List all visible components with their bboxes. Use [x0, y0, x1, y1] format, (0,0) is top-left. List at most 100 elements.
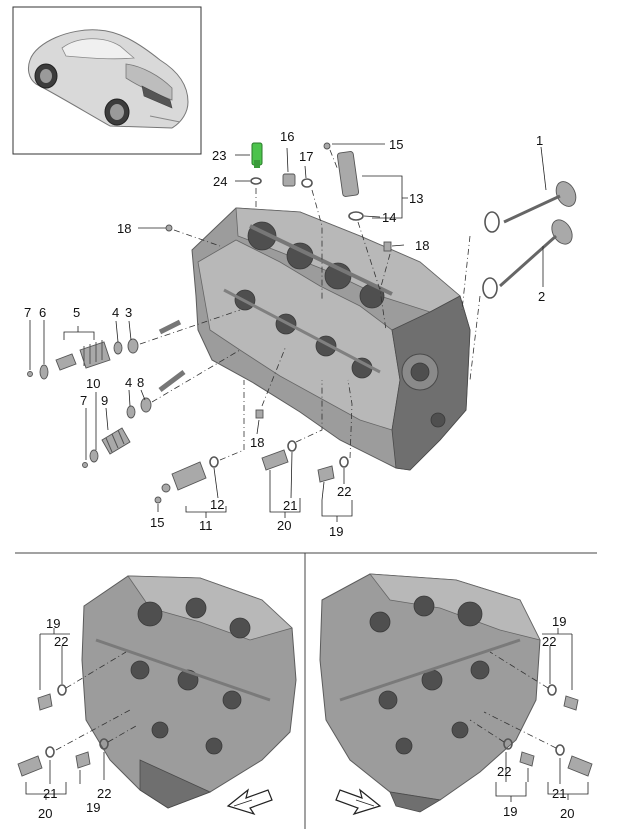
screw-15-top — [323, 142, 331, 150]
callout-18-left: 18 — [117, 221, 131, 236]
callout-18-right: 18 — [415, 238, 429, 253]
cylinder-head-main — [191, 207, 471, 471]
plug-20-right — [567, 755, 593, 777]
callout-19-right-bottom: 19 — [503, 804, 517, 819]
injector-sensor-23 — [251, 142, 263, 168]
callout-21-left: 21 — [43, 786, 57, 801]
callout-18-lower: 18 — [250, 435, 264, 450]
vehicle-thumbnail — [12, 6, 202, 155]
ring-4-top — [113, 341, 123, 355]
valve-exhaust — [499, 219, 573, 288]
seal-22-right-b — [503, 738, 513, 750]
pin-7-top — [27, 371, 33, 377]
callout-labels: 1 2 3 4 4 5 6 7 7 8 9 10 11 12 13 14 15 … — [24, 129, 574, 821]
spring-rail-2 — [158, 370, 186, 392]
callout-22-right-bottom: 22 — [497, 764, 511, 779]
callout-23: 23 — [212, 148, 226, 163]
bolt-18-right — [383, 241, 392, 252]
seal-21-right — [555, 744, 565, 756]
callout-21-right: 21 — [552, 786, 566, 801]
seal-22-left-b — [99, 738, 109, 750]
direction-arrow-left — [226, 788, 273, 816]
callout-4-top: 4 — [112, 305, 119, 320]
plug-19-left-a — [37, 693, 53, 711]
callout-20-right: 20 — [560, 806, 574, 821]
screw-15-bottom — [154, 496, 162, 504]
callout-22-left-top: 22 — [54, 634, 68, 649]
seal-12 — [209, 456, 219, 468]
plug-19-left-b — [75, 751, 91, 769]
seal-22-left-a — [57, 684, 67, 696]
ring-4-bottom — [126, 405, 136, 419]
callout-22-right-top: 22 — [542, 634, 556, 649]
callout-6: 6 — [39, 305, 46, 320]
callout-5: 5 — [73, 305, 80, 320]
callout-22-main: 22 — [337, 484, 351, 499]
callout-7-bottom: 7 — [80, 393, 87, 408]
callout-7-top: 7 — [24, 305, 31, 320]
assembly-lines-left — [55, 651, 137, 751]
plug-16 — [282, 173, 296, 187]
callout-11: 11 — [199, 518, 213, 533]
sensor-11 — [161, 461, 207, 493]
seal-21-main — [287, 440, 297, 452]
car-illustration — [27, 29, 189, 129]
callout-19-right-top: 19 — [552, 614, 566, 629]
plug-19-right-b — [519, 751, 535, 767]
plug-20-main — [261, 449, 289, 471]
plug-19-main — [317, 465, 335, 483]
solenoid-13 — [336, 151, 360, 197]
callout-3: 3 — [125, 305, 132, 320]
assembly-lines-main — [139, 149, 481, 461]
callout-21-main: 21 — [283, 498, 297, 513]
callout-20-main: 20 — [277, 518, 291, 533]
valve-seal-ring-1 — [484, 211, 500, 233]
callout-14: 14 — [382, 210, 396, 225]
callout-8: 8 — [137, 375, 144, 390]
seal-22-right-a — [547, 684, 557, 696]
valve-intake — [503, 181, 577, 224]
callout-16: 16 — [280, 129, 294, 144]
plug-20-left — [17, 755, 43, 777]
seal-14 — [348, 211, 364, 221]
callout-1: 1 — [536, 133, 543, 148]
callout-19-left-bottom: 19 — [86, 800, 100, 815]
leaders-left — [25, 628, 105, 800]
bolt-18-left — [165, 224, 173, 232]
tensioner-spring-9 — [101, 427, 131, 455]
callout-15-bottom: 15 — [150, 515, 164, 530]
seal-8 — [140, 397, 152, 413]
callout-22-left-bottom: 22 — [97, 786, 111, 801]
callout-2: 2 — [538, 289, 545, 304]
callout-10: 10 — [86, 376, 100, 391]
leaders-main — [29, 143, 547, 522]
pin-7-bottom — [82, 462, 88, 468]
callout-9: 9 — [101, 393, 108, 408]
direction-arrow-right — [335, 788, 382, 816]
callout-15-top: 15 — [389, 137, 403, 152]
callout-12: 12 — [210, 497, 224, 512]
callout-20-left: 20 — [38, 806, 52, 821]
washer-6 — [39, 364, 49, 380]
callout-17: 17 — [299, 149, 313, 164]
tensioner-spring-5 — [55, 340, 111, 371]
seal-22-main — [339, 456, 349, 468]
callout-24: 24 — [213, 174, 227, 189]
callout-19-main: 19 — [329, 524, 343, 539]
bolt-18-lower — [255, 409, 264, 419]
seal-3 — [127, 338, 139, 354]
seal-ring-24 — [250, 177, 262, 185]
cylinder-head-left-view — [81, 575, 297, 809]
spring-rail — [158, 319, 182, 335]
seal-17 — [301, 178, 313, 188]
washer-10 — [89, 449, 99, 463]
callout-13: 13 — [409, 191, 423, 206]
leaders-right — [495, 628, 589, 802]
callout-4-bottom: 4 — [125, 375, 132, 390]
plug-19-right-a — [563, 695, 579, 711]
assembly-lines-right — [469, 651, 557, 749]
seal-21-left — [45, 746, 55, 758]
cylinder-head-right-view — [319, 573, 541, 813]
valve-seal-ring-2 — [482, 277, 498, 299]
